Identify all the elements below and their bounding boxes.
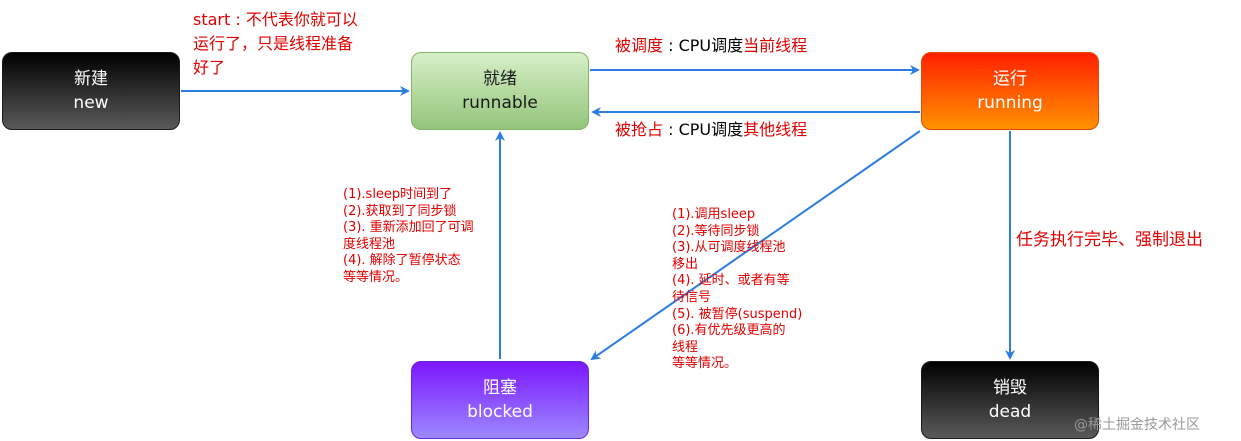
note-line: (4). 延时、或者有等	[672, 273, 790, 289]
note-line: 待信号	[672, 289, 712, 305]
note-line: (4). 解除了暂停状态	[343, 253, 461, 269]
state-dead: 销毁 dead	[921, 361, 1099, 439]
edge-label-preempted-red2: 其他线程	[743, 120, 808, 139]
note-line: (6).有优先级更高的	[672, 323, 786, 339]
note-line: 移出	[672, 256, 699, 272]
edge-label-to-dead: 任务执行完毕、强制退出	[1016, 230, 1203, 250]
edge-running-to-blocked	[590, 130, 921, 361]
note-line: (2).获取到了同步锁	[343, 203, 457, 219]
state-runnable-sub: runnable	[462, 93, 538, 113]
state-dead-title: 销毁	[993, 378, 1027, 398]
state-new-sub: new	[73, 93, 109, 113]
edge-label-preempted-black: : CPU调度	[663, 120, 744, 139]
edge-label-start-line: 好了	[193, 58, 226, 77]
note-line: 等等情况。	[672, 356, 738, 372]
note-line: (1).调用sleep	[672, 207, 756, 222]
note-block-conditions: (1).调用sleep (2).等待同步锁 (3).从可调度线程池 移出 (4)…	[672, 207, 802, 373]
edge-label-preempted: 被抢占 : CPU调度其他线程	[615, 119, 807, 140]
edge-label-preempted-red: 被抢占	[615, 120, 664, 139]
state-blocked-title: 阻塞	[483, 378, 517, 398]
state-running-sub: running	[977, 93, 1043, 113]
edge-label-scheduled-red2: 当前线程	[743, 36, 808, 55]
note-line: 线程	[672, 339, 699, 355]
note-line: 度线程池	[343, 236, 396, 252]
edge-label-scheduled: 被调度 : CPU调度当前线程	[615, 35, 807, 56]
edge-label-start-line: 运行了，只是线程准备	[193, 34, 354, 53]
state-new: 新建 new	[2, 52, 180, 130]
note-line: 等等情况。	[343, 269, 409, 285]
state-blocked: 阻塞 blocked	[411, 361, 589, 439]
edge-label-scheduled-black: : CPU调度	[663, 36, 744, 55]
edge-label-scheduled-red: 被调度	[615, 36, 664, 55]
note-line: (3).从可调度线程池	[672, 240, 786, 256]
note-line: (2).等待同步锁	[672, 223, 760, 239]
note-line: (3). 重新添加回了可调	[343, 220, 474, 236]
note-line: (1).sleep时间到了	[343, 187, 453, 202]
state-running-title: 运行	[993, 69, 1027, 89]
state-blocked-sub: blocked	[467, 402, 533, 422]
state-dead-sub: dead	[988, 402, 1032, 422]
state-running: 运行 running	[921, 52, 1099, 130]
edge-label-start: start : 不代表你就可以 运行了，只是线程准备 好了	[193, 8, 358, 80]
state-runnable-title: 就绪	[483, 69, 517, 89]
edge-label-start-line: start : 不代表你就可以	[193, 10, 358, 29]
state-runnable: 就绪 runnable	[411, 52, 589, 130]
note-unblock-conditions: (1).sleep时间到了 (2).获取到了同步锁 (3). 重新添加回了可调 …	[343, 187, 474, 287]
watermark: @稀土掘金技术社区	[1074, 417, 1200, 433]
state-new-title: 新建	[74, 69, 108, 89]
note-line: (5). 被暂停(suspend)	[672, 306, 803, 322]
